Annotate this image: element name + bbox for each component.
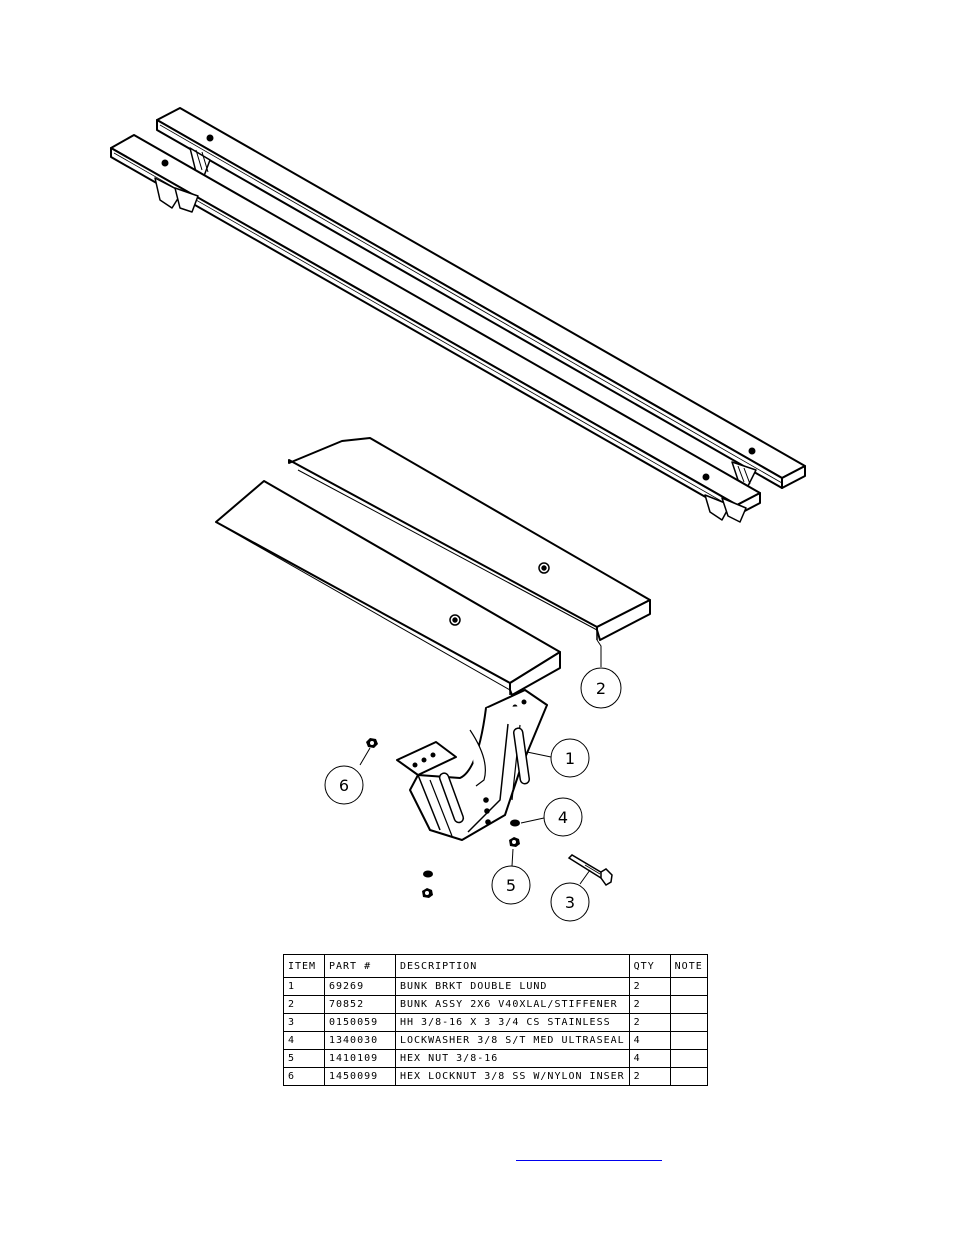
cell-note	[669, 1049, 708, 1068]
cell-part: 0150059	[324, 1013, 396, 1032]
cell-description: HH 3/8-16 X 3 3/4 CS STAINLESS	[395, 1013, 630, 1032]
cell-item: 3	[283, 1013, 325, 1032]
callout-2-label: 2	[596, 679, 606, 698]
cell-description: HEX LOCKNUT 3/8 SS W/NYLON INSER	[395, 1067, 630, 1086]
bunk-rail-upper	[156, 107, 806, 489]
callout-3-label: 3	[565, 893, 575, 912]
header-note: NOTE	[669, 954, 708, 978]
header-description: DESCRIPTION	[395, 954, 630, 978]
callout-3: 3	[550, 869, 591, 922]
cell-description: BUNK ASSY 2X6 V40XLAL/STIFFENER	[395, 995, 630, 1014]
hex-bolt	[567, 854, 613, 886]
cell-qty: 2	[628, 995, 671, 1014]
callout-2: 2	[580, 639, 622, 709]
table-row: 3 0150059 HH 3/8-16 X 3 3/4 CS STAINLESS…	[283, 1013, 708, 1032]
cell-note	[669, 977, 708, 996]
header-item: ITEM	[283, 954, 325, 978]
cell-description: BUNK BRKT DOUBLE LUND	[395, 977, 630, 996]
table-row: 6 1450099 HEX LOCKNUT 3/8 SS W/NYLON INS…	[283, 1067, 708, 1086]
cell-note	[669, 1031, 708, 1050]
header-part: PART #	[324, 954, 396, 978]
lockwasher	[510, 819, 520, 827]
table-row: 5 1410109 HEX NUT 3/8-16 4	[283, 1049, 708, 1068]
table-header-row: ITEM PART # DESCRIPTION QTY NOTE	[283, 954, 708, 978]
table-row: 1 69269 BUNK BRKT DOUBLE LUND 2	[283, 977, 708, 996]
callout-1: 1	[526, 738, 590, 778]
header-qty: QTY	[628, 954, 671, 978]
cell-note	[669, 995, 708, 1014]
table-row: 4 1340030 LOCKWASHER 3/8 S/T MED ULTRASE…	[283, 1031, 708, 1050]
cell-qty: 4	[628, 1031, 671, 1050]
bunk-rail-lower	[110, 134, 761, 523]
callout-6: 6	[324, 747, 371, 805]
cell-description: HEX NUT 3/8-16	[395, 1049, 630, 1068]
bunk-bracket	[396, 689, 548, 841]
cell-item: 5	[283, 1049, 325, 1068]
hex-nut-upper	[509, 837, 520, 847]
cell-description: LOCKWASHER 3/8 S/T MED ULTRASEAL	[395, 1031, 630, 1050]
cell-item: 2	[283, 995, 325, 1014]
cell-part: 69269	[324, 977, 396, 996]
cell-note	[669, 1013, 708, 1032]
cell-item: 6	[283, 1067, 325, 1086]
cell-part: 1410109	[324, 1049, 396, 1068]
bunk-board-rear	[288, 437, 651, 641]
cell-part: 1340030	[324, 1031, 396, 1050]
callout-5-label: 5	[506, 876, 516, 895]
cell-qty: 4	[628, 1049, 671, 1068]
callout-6-label: 6	[339, 776, 349, 795]
cell-qty: 2	[628, 977, 671, 996]
hex-locknut	[366, 738, 378, 748]
cell-qty: 2	[628, 1013, 671, 1032]
page-link[interactable]	[516, 1143, 662, 1161]
bunk-board-front	[215, 480, 561, 696]
cell-note	[669, 1067, 708, 1086]
cell-item: 4	[283, 1031, 325, 1050]
callout-4-label: 4	[558, 808, 568, 827]
cell-item: 1	[283, 977, 325, 996]
bill-of-materials-table: ITEM PART # DESCRIPTION QTY NOTE 1 69269…	[283, 954, 708, 1086]
hex-nut-lower	[422, 888, 433, 898]
cell-part: 1450099	[324, 1067, 396, 1086]
callout-1-label: 1	[565, 749, 575, 768]
table-row: 2 70852 BUNK ASSY 2X6 V40XLAL/STIFFENER …	[283, 995, 708, 1014]
cell-qty: 2	[628, 1067, 671, 1086]
callout-5: 5	[491, 848, 531, 905]
cell-part: 70852	[324, 995, 396, 1014]
callout-4: 4	[520, 797, 583, 837]
lockwasher-lower	[423, 870, 433, 878]
